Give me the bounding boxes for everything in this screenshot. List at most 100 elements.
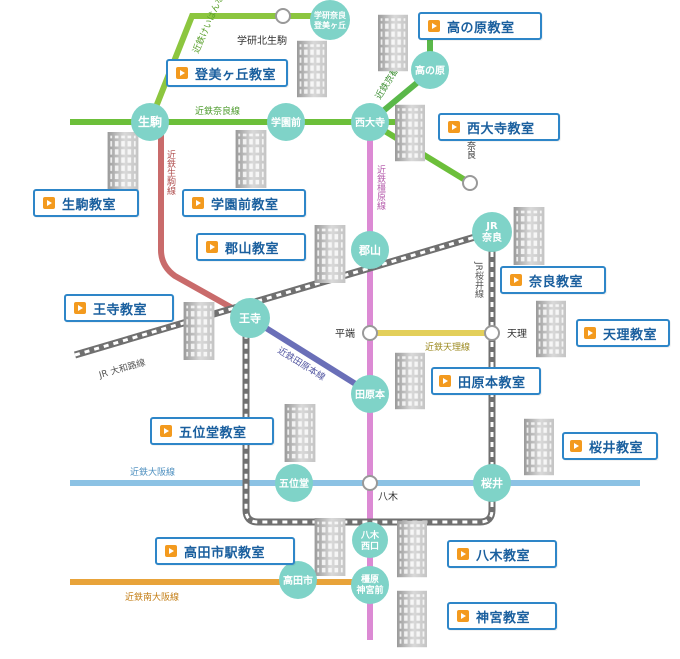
arrow-right-icon [457, 610, 469, 622]
building-icon [284, 404, 316, 462]
classroom-label: 郡山教室 [225, 241, 280, 257]
keihanna-line-label: 近鉄けいはんな線 [190, 0, 230, 55]
station-gakken-nara-tomigaoka[interactable]: 学研奈良 登美ヶ丘 [310, 0, 350, 40]
ikoma-line-label: 近鉄生駒線 [165, 149, 176, 195]
svg-text:八木: 八木 [378, 491, 398, 503]
station-saidaiji[interactable]: 西大寺 [351, 103, 389, 141]
svg-text:学研北生駒: 学研北生駒 [237, 34, 287, 47]
nara-line-label: 近鉄奈良線 [195, 105, 240, 117]
arrow-right-icon [428, 20, 440, 32]
building-icon [314, 518, 346, 576]
classroom-takadashi-eki-button[interactable]: 高田市駅教室 [155, 537, 295, 565]
station-oji[interactable]: 王寺 [230, 298, 270, 338]
station-hirahata[interactable]: 平端 [335, 325, 378, 341]
svg-text:桜井: 桜井 [481, 476, 503, 490]
arrow-right-icon [457, 548, 469, 560]
classroom-label: 八木教室 [476, 548, 531, 564]
building-icon [107, 132, 139, 190]
classroom-label: 王寺教室 [93, 302, 148, 318]
building-icon [183, 302, 215, 360]
classroom-label: 西大寺教室 [467, 121, 535, 137]
kashihara-line-label: 近鉄橿原線 [375, 164, 386, 210]
jr-sakurai-line [242, 232, 496, 526]
classroom-nara-button[interactable]: 奈良教室 [500, 266, 606, 294]
classroom-gakuenmae-button[interactable]: 学園前教室 [182, 189, 306, 217]
svg-text:神宮前: 神宮前 [356, 584, 383, 596]
jr-yamatoji-line [74, 228, 493, 359]
building-icon [395, 104, 425, 162]
svg-text:奈良: 奈良 [465, 140, 476, 160]
building-icon [314, 225, 346, 283]
station-gakuenmae[interactable]: 学園前 [267, 103, 305, 141]
station-yagi-nishiguchi[interactable]: 八木 西口 [352, 522, 388, 558]
svg-text:高の原: 高の原 [415, 64, 445, 77]
building-icon [378, 14, 408, 72]
station-kintetsu-nara[interactable]: 奈良 [462, 140, 478, 191]
classroom-sakurai-button[interactable]: 桜井教室 [562, 432, 658, 460]
station-koriyama[interactable]: 郡山 [351, 231, 389, 269]
classroom-yagi-button[interactable]: 八木教室 [447, 540, 557, 568]
station-takanohara[interactable]: 高の原 [411, 51, 449, 89]
station-takadashi[interactable]: 高田市 [279, 561, 317, 599]
sakurai-line-label: JR桜井線 [473, 261, 484, 298]
arrow-right-icon [584, 327, 596, 339]
building-icon [397, 590, 427, 648]
classroom-label: 生駒教室 [62, 197, 117, 213]
classroom-koriyama-button[interactable]: 郡山教室 [196, 233, 306, 261]
classroom-label: 登美ヶ丘教室 [195, 67, 277, 83]
svg-text:JR: JR [485, 221, 498, 232]
classroom-label: 神宮教室 [476, 610, 531, 626]
classroom-takanohara-button[interactable]: 高の原教室 [418, 12, 542, 40]
building-icon [524, 418, 554, 476]
svg-text:高田市: 高田市 [283, 574, 313, 587]
station-yagi[interactable]: 八木 [362, 475, 398, 503]
station-jr-nara[interactable]: JR 奈良 [472, 212, 512, 252]
station-kashihara-jingumae[interactable]: 橿原 神宮前 [351, 566, 389, 604]
classroom-tawaramoto-button[interactable]: 田原本教室 [431, 367, 541, 395]
classroom-goido-button[interactable]: 五位堂教室 [150, 417, 274, 445]
svg-text:学園前: 学園前 [271, 116, 301, 129]
building-icon [397, 520, 427, 578]
arrow-right-icon [439, 375, 451, 387]
svg-text:西大寺: 西大寺 [355, 116, 385, 129]
svg-text:生駒: 生駒 [138, 114, 162, 129]
osaka-line-label: 近鉄大阪線 [130, 466, 175, 478]
svg-text:王寺: 王寺 [239, 311, 261, 325]
building-icon [513, 207, 545, 265]
svg-text:奈良: 奈良 [481, 231, 502, 244]
station-tenri[interactable]: 天理 [484, 325, 527, 341]
classroom-ikoma-button[interactable]: 生駒教室 [33, 189, 139, 217]
classroom-label: 田原本教室 [458, 375, 526, 391]
classroom-label: 五位堂教室 [179, 425, 247, 441]
arrow-right-icon [448, 121, 460, 133]
svg-text:八木: 八木 [360, 529, 380, 541]
arrow-right-icon [43, 197, 55, 209]
arrow-right-icon [206, 241, 218, 253]
svg-text:橿原: 橿原 [361, 573, 379, 585]
classroom-label: 桜井教室 [589, 440, 644, 456]
station-goido[interactable]: 五位堂 [275, 464, 313, 502]
svg-text:田原本: 田原本 [355, 388, 386, 401]
classroom-tomigaoka-button[interactable]: 登美ヶ丘教室 [166, 59, 288, 87]
classroom-oji-button[interactable]: 王寺教室 [64, 294, 174, 322]
building-icon [297, 40, 327, 98]
classroom-label: 高田市駅教室 [184, 545, 266, 561]
minami-osaka-line-label: 近鉄南大阪線 [125, 591, 179, 603]
svg-text:登美ヶ丘: 登美ヶ丘 [313, 20, 346, 30]
station-tawaramoto[interactable]: 田原本 [351, 375, 389, 413]
building-icon [536, 300, 566, 358]
arrow-right-icon [165, 545, 177, 557]
arrow-right-icon [570, 440, 582, 452]
station-sakurai[interactable]: 桜井 [473, 464, 511, 502]
building-icon [235, 130, 267, 188]
svg-text:天理: 天理 [507, 328, 527, 340]
svg-text:平端: 平端 [335, 327, 355, 340]
station-gakken-kita-ikoma[interactable]: 学研北生駒 [237, 8, 291, 47]
station-ikoma[interactable]: 生駒 [131, 103, 169, 141]
classroom-label: 天理教室 [603, 327, 658, 343]
classroom-label: 学園前教室 [211, 197, 279, 213]
classroom-saidaiji-button[interactable]: 西大寺教室 [438, 113, 560, 141]
classroom-tenri-button[interactable]: 天理教室 [576, 319, 670, 347]
classroom-jingu-button[interactable]: 神宮教室 [447, 602, 557, 630]
